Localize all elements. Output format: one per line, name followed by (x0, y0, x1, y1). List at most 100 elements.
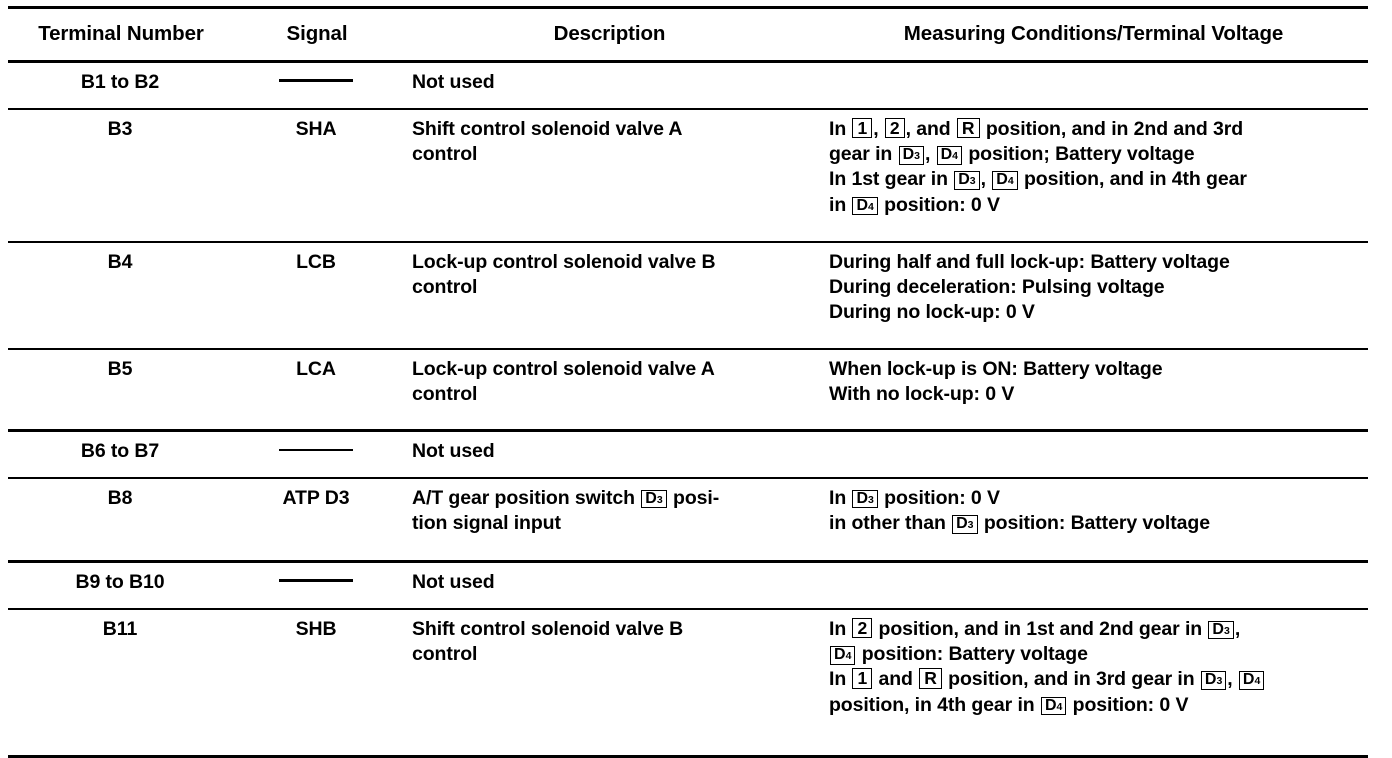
description-value: Lock-up control solenoid valve A control (400, 350, 817, 416)
cell-signal (232, 59, 400, 109)
signal-value: SHB (295, 617, 337, 640)
measuring-line: During deceleration: Pulsing voltage (829, 275, 1165, 298)
description-line: control (412, 642, 478, 665)
signal-value-dash (232, 563, 400, 608)
header-cell-description: Description (400, 6, 817, 62)
description-line: Shift control solenoid valve A (412, 117, 683, 140)
cell-terminal-number: B5 (8, 347, 232, 431)
measuring-conditions-value: When lock-up is ON: Battery voltage With… (817, 350, 1368, 416)
gear-position-1-icon: 1 (852, 117, 873, 139)
cell-description-not-used: Not used (400, 428, 1368, 478)
measuring-line: position, in 4th gear in D4 position: 0 … (829, 693, 1189, 716)
table-row: B6 to B7 Not used (8, 428, 1368, 478)
table-row: B4 LCB Lock-up control solenoid valve B … (8, 240, 1368, 349)
measuring-line: In 1 and R position, and in 3rd gear in … (829, 667, 1358, 692)
gear-position-d3-icon: D3 (898, 145, 924, 165)
description-line: A/T gear position switch D3 posi- (412, 486, 720, 509)
table-row: B5 LCA Lock-up control solenoid valve A … (8, 347, 1368, 431)
cell-description: Shift control solenoid valve B control (400, 607, 817, 758)
terminal-spec-table: Terminal Number Signal Description Measu… (8, 6, 1368, 758)
cell-terminal-number: B3 (8, 107, 232, 242)
cell-signal: LCA (232, 347, 400, 431)
table-row: B11 SHB Shift control solenoid valve B c… (8, 607, 1368, 758)
measuring-line: in other than D3 position: Battery volta… (829, 511, 1210, 534)
gear-position-d4-icon: D4 (852, 196, 878, 216)
signal-value-dash (232, 432, 400, 477)
cell-terminal-number: B4 (8, 240, 232, 349)
em-dash-icon (279, 78, 353, 82)
description-value: A/T gear position switch D3 posi- tion s… (400, 479, 817, 545)
table-row: B1 to B2 Not used (8, 59, 1368, 109)
description-line: control (412, 275, 478, 298)
gear-position-d3-icon: D3 (852, 489, 878, 509)
cell-signal: SHB (232, 607, 400, 758)
cell-signal: LCB (232, 240, 400, 349)
table-row: B9 to B10 Not used (8, 559, 1368, 609)
gear-position-2-icon: 2 (852, 617, 873, 639)
gear-position-r-icon: R (919, 668, 942, 689)
cell-description: A/T gear position switch D3 posi- tion s… (400, 476, 817, 562)
document-page: Terminal Number Signal Description Measu… (8, 6, 1368, 758)
gear-position-d3-icon: D3 (952, 514, 978, 534)
gear-position-d3-icon: D3 (641, 489, 667, 509)
terminal-number-value: B6 to B7 (80, 439, 160, 462)
cell-description: Lock-up control solenoid valve A control (400, 347, 817, 431)
measuring-conditions-value: In D3 position: 0 V in other than D3 pos… (817, 479, 1368, 545)
cell-measuring-conditions: In D3 position: 0 V in other than D3 pos… (817, 476, 1368, 562)
cell-terminal-number: B9 to B10 (8, 559, 232, 609)
signal-value: ATP D3 (282, 486, 350, 509)
gear-position-d4-icon: D4 (1040, 696, 1067, 716)
description-value: Shift control solenoid valve B control (400, 610, 817, 676)
gear-position-r-icon: R (956, 117, 980, 139)
gear-position-d4-icon: D4 (936, 145, 963, 165)
gear-position-d3-icon: D3 (954, 171, 980, 191)
gear-position-d4-icon: D4 (830, 645, 856, 665)
measuring-line: gear in D3, D4 position; Battery voltage (829, 142, 1195, 165)
cell-terminal-number: B1 to B2 (8, 59, 232, 109)
header-label-description: Description (553, 22, 666, 45)
measuring-line: In D3 position: 0 V (829, 486, 1000, 509)
measuring-line: In 1, 2, and R position, and in 2nd and … (829, 117, 1244, 140)
gear-position-1-icon: 1 (852, 668, 873, 689)
measuring-line: With no lock-up: 0 V (829, 382, 1015, 405)
gear-position-d4-icon: D4 (992, 171, 1018, 191)
signal-value: LCA (296, 357, 336, 380)
em-dash-icon (279, 448, 353, 451)
header-cell-signal: Signal (232, 6, 400, 62)
table-row: B3 SHA Shift control solenoid valve A co… (8, 107, 1368, 242)
description-value: Shift control solenoid valve A control (400, 110, 817, 176)
header-cell-terminal-number: Terminal Number (8, 6, 232, 62)
cell-description-not-used: Not used (400, 559, 1368, 609)
description-line: control (412, 142, 478, 165)
terminal-number-value: B9 to B10 (75, 570, 165, 593)
gear-position-2-icon: 2 (884, 117, 905, 139)
measuring-line: D4 position: Battery voltage (829, 642, 1358, 667)
cell-terminal-number: B11 (8, 607, 232, 758)
cell-terminal-number: B8 (8, 476, 232, 562)
header-label-signal: Signal (286, 22, 348, 45)
measuring-line: During no lock-up: 0 V (829, 301, 1035, 324)
description-line: Lock-up control solenoid valve A (412, 357, 715, 380)
cell-measuring-conditions: During half and full lock-up: Battery vo… (817, 240, 1368, 349)
cell-description: Lock-up control solenoid valve B control (400, 240, 817, 349)
description-line: Shift control solenoid valve B (412, 617, 684, 640)
header-label-measuring-conditions: Measuring Conditions/Terminal Voltage (903, 22, 1284, 45)
gear-position-d4-icon: D4 (1238, 671, 1265, 691)
measuring-line: In 1st gear in D3, D4 position, and in 4… (829, 168, 1247, 191)
header-cell-measuring-conditions: Measuring Conditions/Terminal Voltage (817, 6, 1368, 62)
em-dash-icon (279, 578, 353, 582)
terminal-number-value: B5 (107, 357, 133, 380)
cell-signal (232, 559, 400, 609)
cell-terminal-number: B6 to B7 (8, 428, 232, 478)
terminal-number-value: B4 (107, 250, 133, 273)
description-value: Not used (412, 70, 495, 93)
description-value: Lock-up control solenoid valve B control (400, 243, 817, 309)
measuring-line: When lock-up is ON: Battery voltage (829, 357, 1163, 380)
measuring-conditions-value: In 2 position, and in 1st and 2nd gear i… (817, 610, 1368, 726)
table-header: Terminal Number Signal Description Measu… (8, 6, 1368, 62)
signal-value: LCB (296, 250, 336, 273)
cell-signal (232, 428, 400, 478)
description-line: tion signal input (412, 511, 561, 534)
measuring-line: in D4 position: 0 V (829, 193, 1000, 216)
cell-description-not-used: Not used (400, 59, 1368, 109)
